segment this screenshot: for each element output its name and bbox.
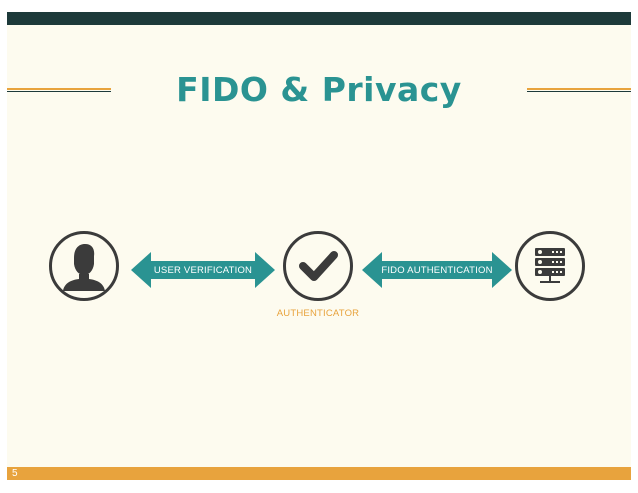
checkmark-icon: [299, 251, 338, 281]
authenticator-label: AUTHENTICATOR: [276, 308, 360, 319]
bottom-bar: 5: [7, 467, 631, 480]
person-icon: [63, 244, 105, 291]
top-bar: [7, 12, 631, 25]
slide-title: FIDO & Privacy: [176, 70, 462, 109]
slide: FIDO & Privacy USER VERIFICATION AUTHENT…: [7, 12, 631, 480]
page-number: 5: [12, 468, 18, 479]
user-verification-label: USER VERIFICATION: [153, 264, 253, 276]
user-node: [49, 231, 119, 301]
authenticator-node: [283, 231, 353, 301]
title-rule-left: [7, 88, 111, 93]
server-icon: [535, 248, 565, 283]
server-node: [515, 231, 585, 301]
fido-authentication-arrow: FIDO AUTHENTICATION: [362, 252, 512, 288]
fido-authentication-label: FIDO AUTHENTICATION: [381, 264, 493, 276]
user-verification-arrow: USER VERIFICATION: [131, 252, 275, 288]
title-rule-right: [527, 88, 631, 93]
